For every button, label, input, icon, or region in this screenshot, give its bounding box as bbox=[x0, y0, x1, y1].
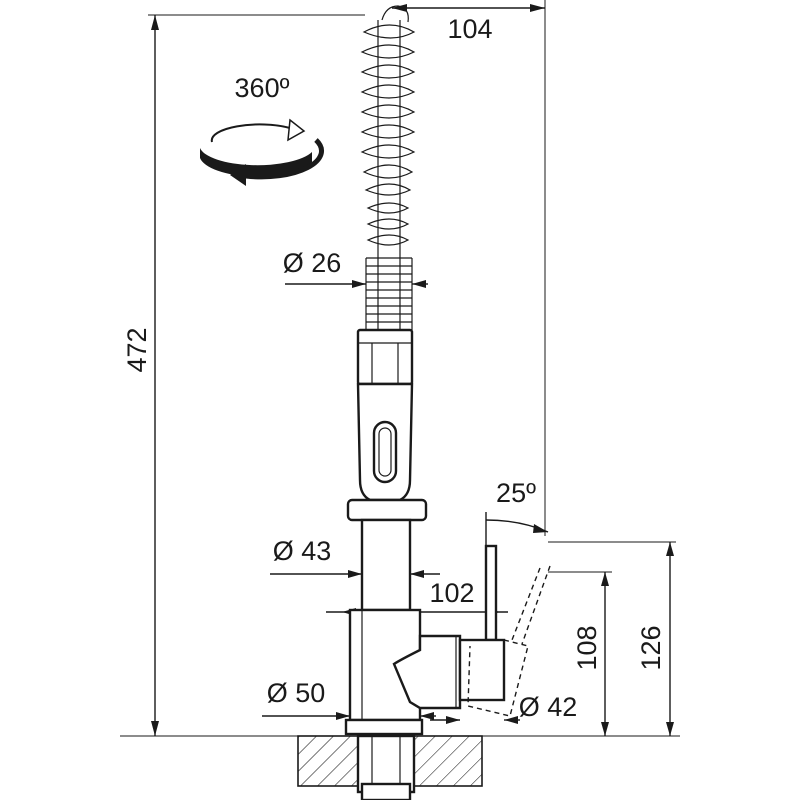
handle-height-dimension: 108 bbox=[548, 571, 612, 736]
handle-lever bbox=[458, 544, 551, 717]
handle-height-label: 108 bbox=[572, 625, 602, 670]
main-body bbox=[344, 608, 462, 736]
spout-reach-dimension: 104 bbox=[392, 0, 546, 536]
total-height-label: 472 bbox=[122, 327, 152, 372]
base-diameter-label: Ø 50 bbox=[267, 678, 326, 708]
total-height-dimension: 472 bbox=[122, 14, 365, 737]
spring-diameter-label: Ø 26 bbox=[283, 248, 342, 278]
spout-reach-label: 104 bbox=[447, 14, 492, 44]
handle-top-height-label: 126 bbox=[636, 625, 666, 670]
handle-diameter-label: Ø 42 bbox=[519, 692, 578, 722]
rotation-label: 360º bbox=[235, 73, 290, 103]
spring-coil bbox=[360, 5, 416, 330]
upper-body-diameter-dimension: Ø 43 bbox=[270, 536, 440, 578]
base-diameter-dimension: Ø 50 bbox=[262, 678, 436, 720]
handle-angle-label: 25º bbox=[496, 478, 536, 508]
spray-head bbox=[346, 328, 428, 522]
upper-body-column bbox=[360, 518, 412, 612]
body-depth-label: 102 bbox=[429, 578, 474, 608]
handle-top-height-dimension: 126 bbox=[548, 541, 676, 736]
upper-body-diameter-label: Ø 43 bbox=[273, 536, 332, 566]
spring-diameter-dimension: Ø 26 bbox=[283, 248, 428, 288]
handle-angle-dimension: 25º bbox=[485, 478, 549, 546]
rotation-icon: 360º bbox=[200, 73, 324, 186]
countertop-section bbox=[297, 734, 483, 800]
handle-diameter-dimension: Ø 42 bbox=[430, 692, 577, 724]
